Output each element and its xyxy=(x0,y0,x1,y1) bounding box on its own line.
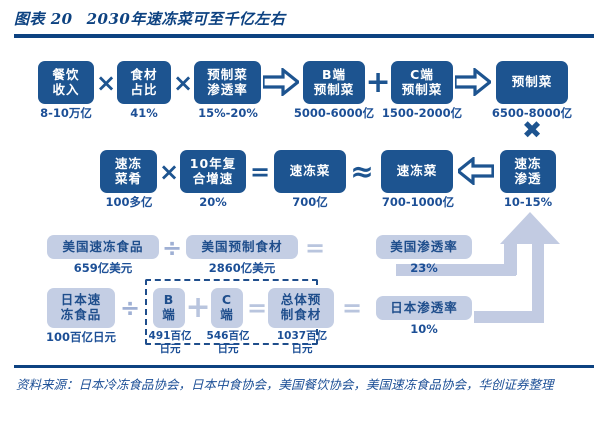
node-line: 餐饮 xyxy=(52,66,80,82)
node-line: C xyxy=(221,292,233,308)
figure-number: 图表 20 xyxy=(14,10,73,28)
value-jp-b-end: 491百亿日元 xyxy=(148,330,192,356)
value-us-prepared-ingredients: 2860亿美元 xyxy=(208,261,276,275)
arrow-left-1 xyxy=(458,157,494,185)
node-line: B xyxy=(163,292,175,308)
value-cagr-10y: 20% xyxy=(199,195,227,209)
operator-equals-2: = xyxy=(304,234,326,262)
node-frozen-dish-2020: 速冻菜 xyxy=(274,150,346,193)
node-line: 速冻 xyxy=(114,155,142,171)
node-line: 美国预制食材 xyxy=(201,238,283,254)
operator-multiply-1: × xyxy=(95,69,117,97)
arrow-right-1 xyxy=(263,68,299,96)
node-jp-penetration-rate: 日本渗透率 xyxy=(376,296,472,320)
node-prepared-dish-penetration: 预制菜 渗透率 xyxy=(194,61,261,104)
node-line: 10年复 xyxy=(189,155,237,171)
operator-approx: ≈ xyxy=(350,155,374,188)
value-catering-revenue: 8-10万亿 xyxy=(40,106,92,120)
node-line: 预制菜 xyxy=(511,74,553,90)
node-jp-frozen-food: 日本速 冻食品 xyxy=(47,288,115,328)
page-title: 2030年速冻菜可至千亿左右 xyxy=(86,10,286,28)
source-note: 资料来源：日本冷冻食品协会，日本中食协会，美国餐饮协会，美国速冻食品协会，华创证… xyxy=(16,377,554,392)
node-line: 渗透率 xyxy=(207,81,248,97)
value-jp-total-prepared-ingredients: 1037百亿日元 xyxy=(276,330,328,356)
value-frozen-dish-base: 100多亿 xyxy=(105,195,153,209)
node-frozen-dish-forecast: 速冻菜 xyxy=(381,150,453,193)
node-catering-revenue: 餐饮 收入 xyxy=(38,61,94,104)
operator-plus-1: + xyxy=(365,65,391,100)
node-prepared-dish-total: 预制菜 xyxy=(496,61,568,104)
node-ingredient-share: 食材 占比 xyxy=(117,61,171,104)
footer-divider xyxy=(14,365,594,368)
node-line: 速冻 xyxy=(514,155,542,171)
node-line: 收入 xyxy=(52,81,80,97)
node-line: 食材 xyxy=(130,66,158,82)
node-jp-c-end: C 端 xyxy=(211,288,243,328)
node-line: 菜肴 xyxy=(114,170,142,186)
node-jp-total-prepared-ingredients: 总体预 制食材 xyxy=(268,288,334,328)
operator-multiply-3: × xyxy=(158,158,180,186)
node-line: 合增速 xyxy=(192,170,234,186)
node-line: 预制菜 xyxy=(401,81,443,97)
node-line: 制食材 xyxy=(280,307,322,322)
node-line: B端 xyxy=(321,66,346,82)
figure-header: 图表 20 2030年速冻菜可至千亿左右 xyxy=(14,8,285,29)
node-frozen-dish-base: 速冻 菜肴 xyxy=(100,150,157,193)
big-up-arrow xyxy=(396,212,560,323)
node-line: 美国速冻食品 xyxy=(62,238,144,254)
value-jp-penetration-rate: 10% xyxy=(410,322,438,336)
operator-equals-3: = xyxy=(246,294,268,322)
node-line: 预制菜 xyxy=(313,81,355,97)
node-us-frozen-food: 美国速冻食品 xyxy=(47,235,159,259)
node-b-end-prepared-dish: B端 预制菜 xyxy=(303,61,365,104)
operator-plus-2: + xyxy=(185,290,211,325)
operator-divide-1: ÷ xyxy=(161,234,183,262)
arrow-right-2 xyxy=(455,68,491,96)
value-ingredient-share: 41% xyxy=(130,106,158,120)
node-line: 端 xyxy=(220,307,234,322)
value-b-end-prepared-dish: 5000-6000亿 xyxy=(293,106,375,120)
node-line: 端 xyxy=(162,307,176,322)
value-c-end-prepared-dish: 1500-2000亿 xyxy=(381,106,463,120)
node-line: 渗透 xyxy=(514,170,542,186)
operator-equals-4: = xyxy=(341,294,363,322)
node-cagr-10y: 10年复 合增速 xyxy=(180,150,246,193)
header-divider xyxy=(14,34,594,38)
operator-multiply-2: × xyxy=(172,69,194,97)
operator-divide-2: ÷ xyxy=(119,294,141,322)
operator-equals-1: = xyxy=(249,158,271,186)
node-line: 日本渗透率 xyxy=(390,299,458,315)
node-c-end-prepared-dish: C端 预制菜 xyxy=(391,61,453,104)
node-line: 日本速 xyxy=(60,292,102,308)
value-frozen-penetration: 10-15% xyxy=(503,195,553,209)
node-line: 冻食品 xyxy=(60,307,102,322)
value-us-frozen-food: 659亿美元 xyxy=(73,261,133,275)
value-jp-frozen-food: 100百亿日元 xyxy=(45,330,116,344)
node-us-penetration-rate: 美国渗透率 xyxy=(376,235,472,259)
value-frozen-dish-2020: 700亿 xyxy=(292,195,328,209)
node-line: 总体预 xyxy=(280,292,322,308)
node-line: C端 xyxy=(410,66,434,82)
value-jp-c-end: 546百亿日元 xyxy=(206,330,250,356)
operator-multiply-vertical: ✖ xyxy=(521,116,543,144)
value-frozen-dish-forecast: 700-1000亿 xyxy=(381,195,455,209)
value-prepared-dish-penetration: 15%-20% xyxy=(198,106,258,120)
node-line: 速冻菜 xyxy=(289,163,331,179)
value-prepared-dish-total: 6500-8000亿 xyxy=(491,106,573,120)
node-line: 预制菜 xyxy=(207,66,248,82)
node-us-prepared-ingredients: 美国预制食材 xyxy=(186,235,298,259)
node-frozen-penetration: 速冻 渗透 xyxy=(500,150,556,193)
node-jp-b-end: B 端 xyxy=(153,288,185,328)
value-us-penetration-rate: 23% xyxy=(410,261,438,275)
node-line: 美国渗透率 xyxy=(390,238,458,254)
node-line: 速冻菜 xyxy=(396,163,438,179)
node-line: 占比 xyxy=(130,81,158,97)
